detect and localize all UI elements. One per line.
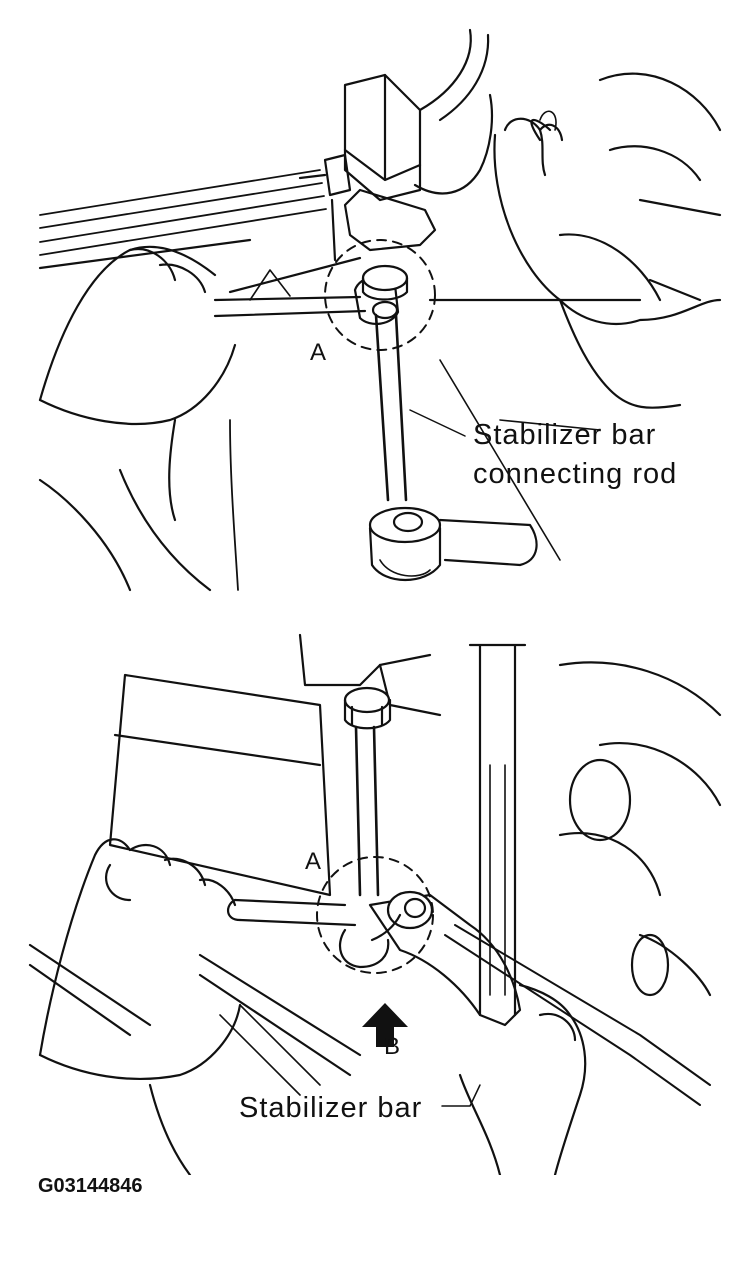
label-point-b: B [384,1033,401,1060]
label-point-a-bottom: A [305,848,322,875]
label-connecting-rod-line2: connecting rod [473,458,678,490]
bottom-illustration [28,633,722,1175]
arrow-b-icon [362,1003,408,1047]
label-point-a-top: A [310,339,327,366]
label-stabilizer-bar: Stabilizer bar [239,1092,423,1124]
label-connecting-rod-line1: Stabilizer bar [473,419,657,451]
figure-code: G03144846 [38,1175,143,1197]
top-illustration [38,28,722,592]
